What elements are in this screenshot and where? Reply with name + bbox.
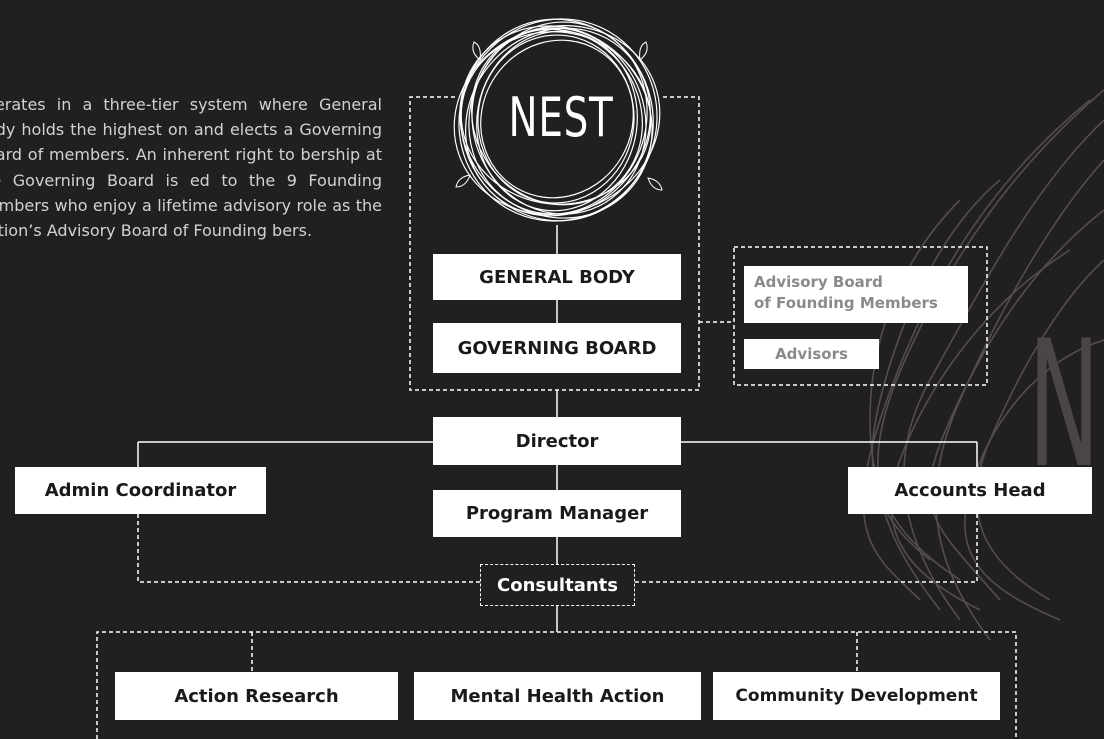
background-letter: N [1028, 304, 1101, 507]
admin-coordinator-box: Admin Coordinator [15, 467, 266, 514]
logo-wordmark: NEST [508, 86, 614, 149]
director-box: Director [433, 417, 681, 465]
consultants-box: Consultants [480, 564, 635, 606]
governing-board-box: GOVERNING BOARD [433, 323, 681, 373]
intro-paragraph: operates in a three-tier system where Ge… [0, 95, 382, 241]
program-mental-health-action: Mental Health Action [414, 672, 701, 720]
program-action-research: Action Research [115, 672, 398, 720]
advisory-board-line2: of Founding Members [754, 294, 938, 312]
advisory-board-line1: Advisory Board [754, 273, 883, 291]
general-body-box: GENERAL BODY [433, 254, 681, 300]
program-community-development: Community Development [713, 672, 1000, 720]
accounts-head-box: Accounts Head [848, 467, 1092, 514]
program-manager-box: Program Manager [433, 490, 681, 537]
advisory-board-box: Advisory Board of Founding Members [744, 266, 968, 323]
advisors-box: Advisors [744, 339, 879, 369]
